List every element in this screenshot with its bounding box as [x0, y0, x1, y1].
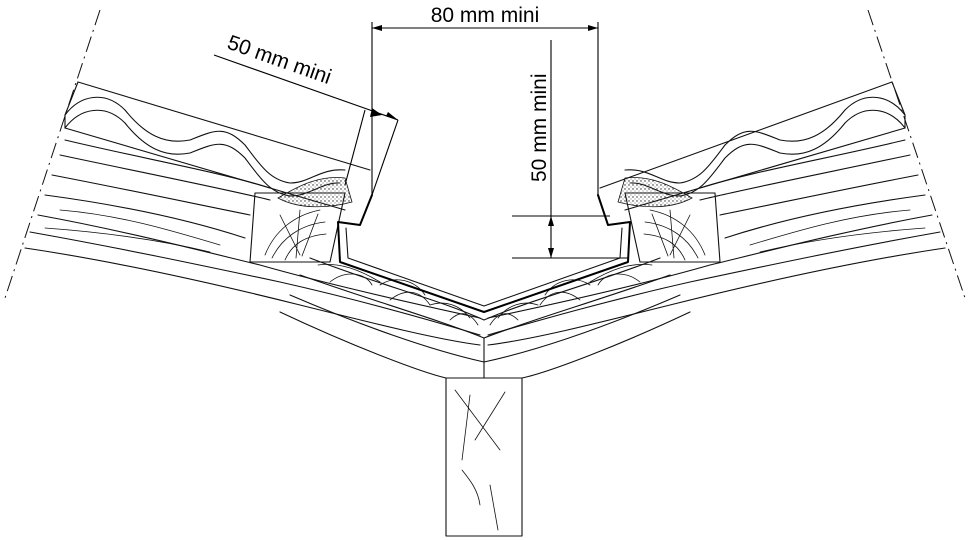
dimension-height-right: 50 mm mini	[512, 40, 628, 259]
valley-gutter-flashing	[337, 194, 631, 313]
dimension-label-top-width: 80 mm mini	[431, 4, 540, 27]
rafter	[445, 377, 523, 537]
dimension-overlap-left: 50 mm mini	[213, 31, 399, 196]
dimension-label-height-right: 50 mm mini	[528, 73, 551, 182]
foam-fillers	[277, 177, 693, 208]
valley-boards	[279, 257, 691, 379]
left-wood-layers	[24, 139, 481, 346]
dimension-top-width: 80 mm mini	[371, 4, 599, 195]
left-roof-sheet	[64, 81, 371, 211]
right-wood-layers	[487, 139, 946, 346]
dimension-label-overlap-left: 50 mm mini	[224, 31, 334, 89]
slope-axis-lines	[4, 9, 966, 299]
